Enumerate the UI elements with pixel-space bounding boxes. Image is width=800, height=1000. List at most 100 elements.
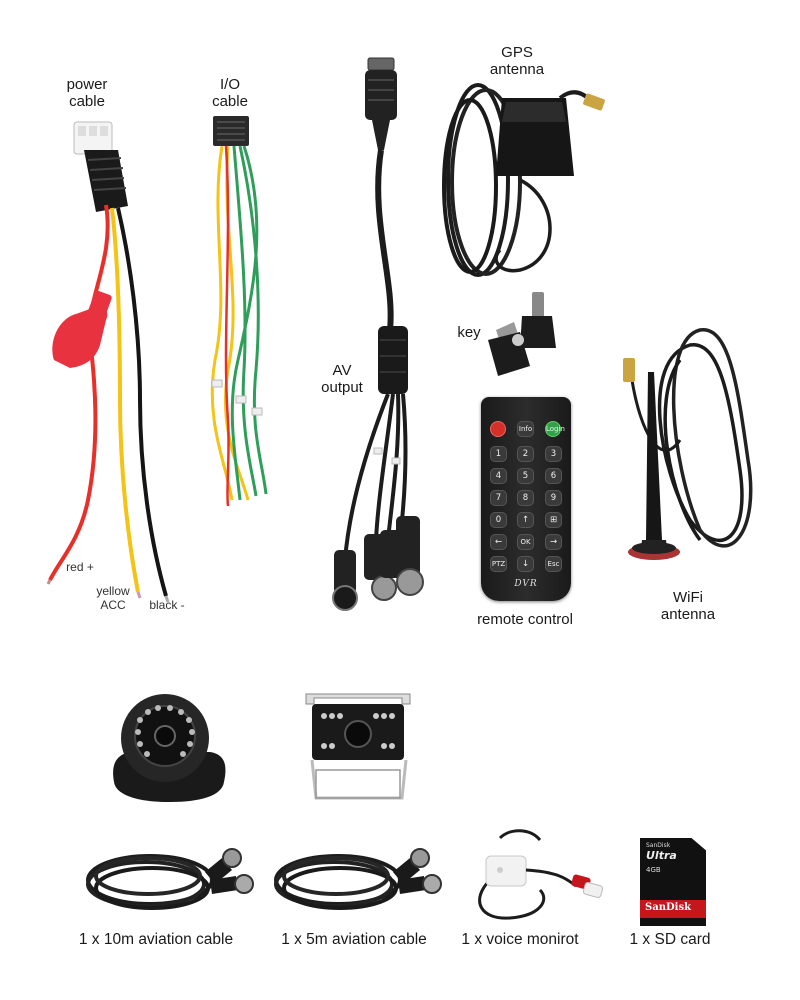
io-cable-label-line2: cable (212, 93, 248, 110)
power-cable-label: power cable (55, 76, 119, 110)
power-cable-label-line2: cable (69, 93, 105, 110)
av-tag-1 (373, 447, 383, 455)
gps-coil-3 (442, 98, 498, 274)
gps-coil-tail (494, 178, 552, 273)
av-aviation-3-face (396, 568, 424, 596)
caption-voice-monitor: 1 x voice monirot (461, 931, 579, 948)
io-wire-tag-3 (251, 407, 263, 416)
cable10-connector-1-face (222, 848, 242, 868)
key-label: key (457, 324, 481, 341)
wire-red-tip (46, 579, 52, 585)
io-connector (213, 116, 249, 146)
gps-puck-top (502, 102, 566, 122)
sd-card-stripe-text: SanDisk (645, 902, 692, 913)
av-output-label-line2: output (321, 379, 363, 396)
power-connector-pin-3 (100, 126, 108, 136)
remote-login-key: Login (545, 421, 565, 437)
caption-10m-cable: 1 x 10m aviation cable (78, 931, 234, 948)
power-grommet (84, 150, 128, 212)
av-tag-2 (391, 457, 401, 465)
wire-yellow (110, 207, 140, 593)
wifi-antenna-label: WiFi antenna (650, 589, 726, 623)
remote-left-key: ← (490, 534, 507, 550)
caption-5m-cable: 1 x 5m aviation cable (281, 931, 427, 948)
cable10-coil-4 (94, 856, 202, 896)
gps-antenna-label: GPS antenna (480, 44, 554, 78)
av-branch-2 (374, 393, 395, 541)
fuse-holder (52, 305, 108, 368)
sd-card-stripe (640, 900, 706, 918)
cable10-connector-2-face (234, 874, 254, 894)
voice-monitor-body (485, 855, 527, 887)
av-aviation-3 (396, 516, 420, 578)
voice-cable-loop (478, 878, 546, 920)
box-camera-lens (344, 720, 372, 748)
voice-lead (525, 868, 577, 888)
cable10-connector-2 (210, 876, 238, 894)
av-top-connector-ridges (368, 79, 394, 101)
remote-brand: DVR (514, 579, 538, 589)
key-1-head (520, 316, 556, 348)
wire-yellow-tip (136, 591, 142, 599)
remote-key-7: 7 (490, 490, 507, 506)
io-cable-label: I/O cable (200, 76, 260, 110)
wifi-coil-1 (657, 343, 744, 542)
remote-control-label: remote control (477, 611, 573, 628)
remote-esc-key: Esc (545, 556, 562, 572)
remote-key-4: 4 (490, 468, 507, 484)
remote-key-8: 8 (517, 490, 534, 506)
remote-key-2: 2 (517, 446, 534, 462)
wifi-whip (646, 372, 662, 540)
av-rca-1-face (332, 585, 358, 611)
av-top-connector (365, 70, 397, 120)
sd-card-capacity: 4GB (646, 866, 661, 874)
wire-black-label: black - (149, 598, 185, 612)
wifi-sma-connector (623, 358, 635, 382)
wire-yellow-label-line2: ACC (100, 598, 126, 612)
key-ring (512, 334, 524, 346)
caption-sd-card: 1 x SD card (629, 931, 711, 948)
wifi-magnet-top (632, 542, 676, 554)
remote-control: Info Login 1 2 3 4 5 6 7 8 9 0 ↑ ⊞ ← OK … (481, 397, 571, 601)
power-connector-pin-1 (78, 126, 86, 136)
av-ferrite (378, 326, 408, 394)
voice-rca-white (582, 882, 604, 898)
remote-up-key: ↑ (517, 512, 534, 528)
gps-coil-2 (450, 88, 522, 276)
cable5-coil-4 (282, 856, 390, 896)
box-camera-ir-leds (321, 713, 395, 749)
gps-coil-1 (446, 83, 510, 277)
wifi-coil-2 (671, 328, 753, 548)
wifi-antenna-label-line2: antenna (660, 606, 716, 623)
io-connector-ridges (217, 121, 245, 141)
cable5-connector-2 (398, 876, 426, 894)
cable5-connector-2-face (422, 874, 442, 894)
power-cable-label-line1: power (66, 76, 108, 93)
av-top-strain (372, 120, 390, 150)
voice-cable-top (498, 829, 542, 842)
power-connector-pin-2 (89, 126, 97, 136)
remote-key-6: 6 (545, 468, 562, 484)
remote-right-key: → (545, 534, 562, 550)
sd-card-line: Ultra (646, 849, 677, 862)
cable5-coil-3 (282, 866, 398, 910)
av-rca-1 (334, 550, 356, 594)
remote-key-5: 5 (517, 468, 534, 484)
remote-down-key: ↓ (517, 556, 534, 572)
wire-red-label: red + (66, 560, 94, 574)
sd-card-brand-small: SanDisk (646, 842, 671, 849)
gps-antenna-label-line2: antenna (489, 61, 545, 78)
cable10-coil-3 (94, 866, 210, 910)
io-wire-yellow-1 (210, 145, 234, 501)
io-wire-tag-2 (235, 395, 247, 404)
av-branch-3 (386, 393, 401, 541)
remote-grid-key: ⊞ (545, 512, 562, 528)
wifi-antenna-label-line1: WiFi (673, 589, 703, 606)
remote-power-key (490, 421, 506, 437)
